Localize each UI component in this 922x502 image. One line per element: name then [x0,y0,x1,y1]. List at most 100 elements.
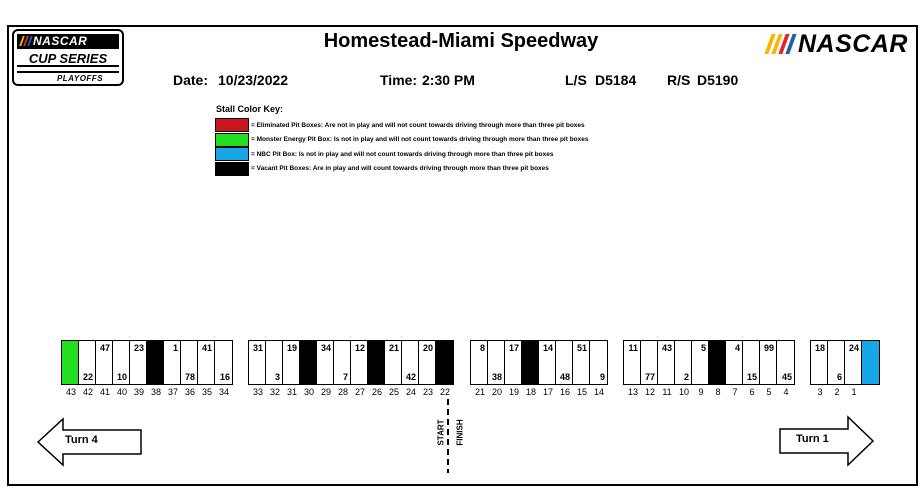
pit-box-number: 8 [715,387,721,397]
car-number: 20 [422,343,433,353]
pit-box-number: 15 [576,387,587,397]
car-number: 34 [320,343,331,353]
car-number: 15 [746,372,757,382]
key-swatch [215,118,249,132]
car-number: 48 [559,372,570,382]
key-item: = Monster Energy Pit Box: Is not in play… [215,132,589,147]
ls-label: L/S [565,72,587,88]
pit-box-number: 42 [82,387,93,397]
start-finish-line [447,399,449,473]
cup-logo-divider [17,71,119,73]
pit-box-number: 1 [851,387,857,397]
rs-label: R/S [667,72,691,88]
turn1-arrow-icon [779,415,875,467]
car-number: 17 [508,343,519,353]
key-item: = NBC Pit Box: Is not in play and will n… [215,147,553,161]
pit-box-number: 13 [627,387,638,397]
car-number: 41 [201,343,212,353]
pit-box-number: 27 [354,387,365,397]
car-number: 31 [252,343,263,353]
pit-box-number: 31 [286,387,297,397]
cup-logo-series-text: CUP SERIES [17,51,119,67]
date-value: 10/23/2022 [218,72,289,88]
pit-box-number: 11 [662,387,672,397]
car-number: 45 [781,372,792,382]
pit-stall: 18 [811,341,828,384]
pit-stall: 6 [828,341,845,384]
pit-stall [147,341,164,384]
turn4-arrow-icon [36,417,142,467]
car-number: 18 [814,343,825,353]
page-title: Homestead-Miami Speedway [323,30,599,52]
car-number: 1 [172,343,178,353]
key-text: = Monster Energy Pit Box: Is not in play… [251,136,589,143]
pit-stall: 99 [760,341,777,384]
key-item: = Vacant Pit Boxes: Are in play and will… [215,161,549,176]
key-text: = Vacant Pit Boxes: Are in play and will… [251,165,549,172]
car-number: 4 [734,343,740,353]
pit-stall: 8 [471,341,488,384]
pit-stall: 2 [675,341,692,384]
nascar-logo-text: NASCAR [798,30,908,58]
pit-box-number: 35 [201,387,212,397]
pit-box-number: 6 [749,387,755,397]
ls-value: D5184 [595,72,637,88]
pit-stall [709,341,726,384]
pit-box-number: 29 [320,387,331,397]
pit-box-number: 30 [303,387,314,397]
key-text: = NBC Pit Box: Is not in play and will n… [251,150,554,158]
key-swatch [215,147,249,161]
cup-logo-nascar-text: NASCAR [17,34,119,49]
pit-box-number: 22 [439,387,450,397]
pit-box-number: 39 [133,387,144,397]
car-number: 78 [184,372,195,382]
pit-stall: 10 [113,341,130,384]
pit-stall: 12 [351,341,368,384]
car-number: 5 [700,343,706,353]
stall-color-key-title: Stall Color Key: [216,104,284,114]
pit-box-number: 28 [337,387,348,397]
date-label: Date: [173,72,209,88]
pit-stall [436,341,453,384]
pit-stall: 9 [590,341,607,384]
pit-box-number: 24 [405,387,416,397]
pit-stall: 7 [334,341,351,384]
pit-stall [522,341,539,384]
pit-box-number: 38 [150,387,161,397]
pit-stall: 4 [726,341,743,384]
pit-box-number: 17 [542,387,553,397]
car-number: 14 [542,343,553,353]
car-number: 2 [683,372,689,382]
key-text: = Eliminated Pit Boxes: Are not in play … [251,121,585,129]
pit-box-number: 23 [422,387,433,397]
pit-stall: 20 [419,341,436,384]
pit-stall [862,341,879,384]
nascar-logo: NASCAR [764,30,909,58]
pit-stall: 31 [249,341,266,384]
pit-box-number: 33 [252,387,263,397]
pit-stall: 43 [658,341,675,384]
pit-stall [300,341,317,384]
pit-stall: 48 [556,341,573,384]
pit-stall: 19 [283,341,300,384]
pit-stall [368,341,385,384]
time-value: 2:30 PM [422,72,475,88]
pit-box-number: 19 [508,387,519,397]
time-label: Time: [380,72,418,88]
car-number: 19 [286,343,297,353]
pit-stall: 11 [624,341,641,384]
pit-stall: 1 [164,341,181,384]
pit-stall: 22 [79,341,96,384]
car-number: 21 [388,343,399,353]
pit-stall: 51 [573,341,590,384]
car-number: 43 [661,343,672,353]
car-number: 6 [836,372,842,382]
pit-box-number: 4 [783,387,789,397]
car-number: 11 [628,343,638,353]
